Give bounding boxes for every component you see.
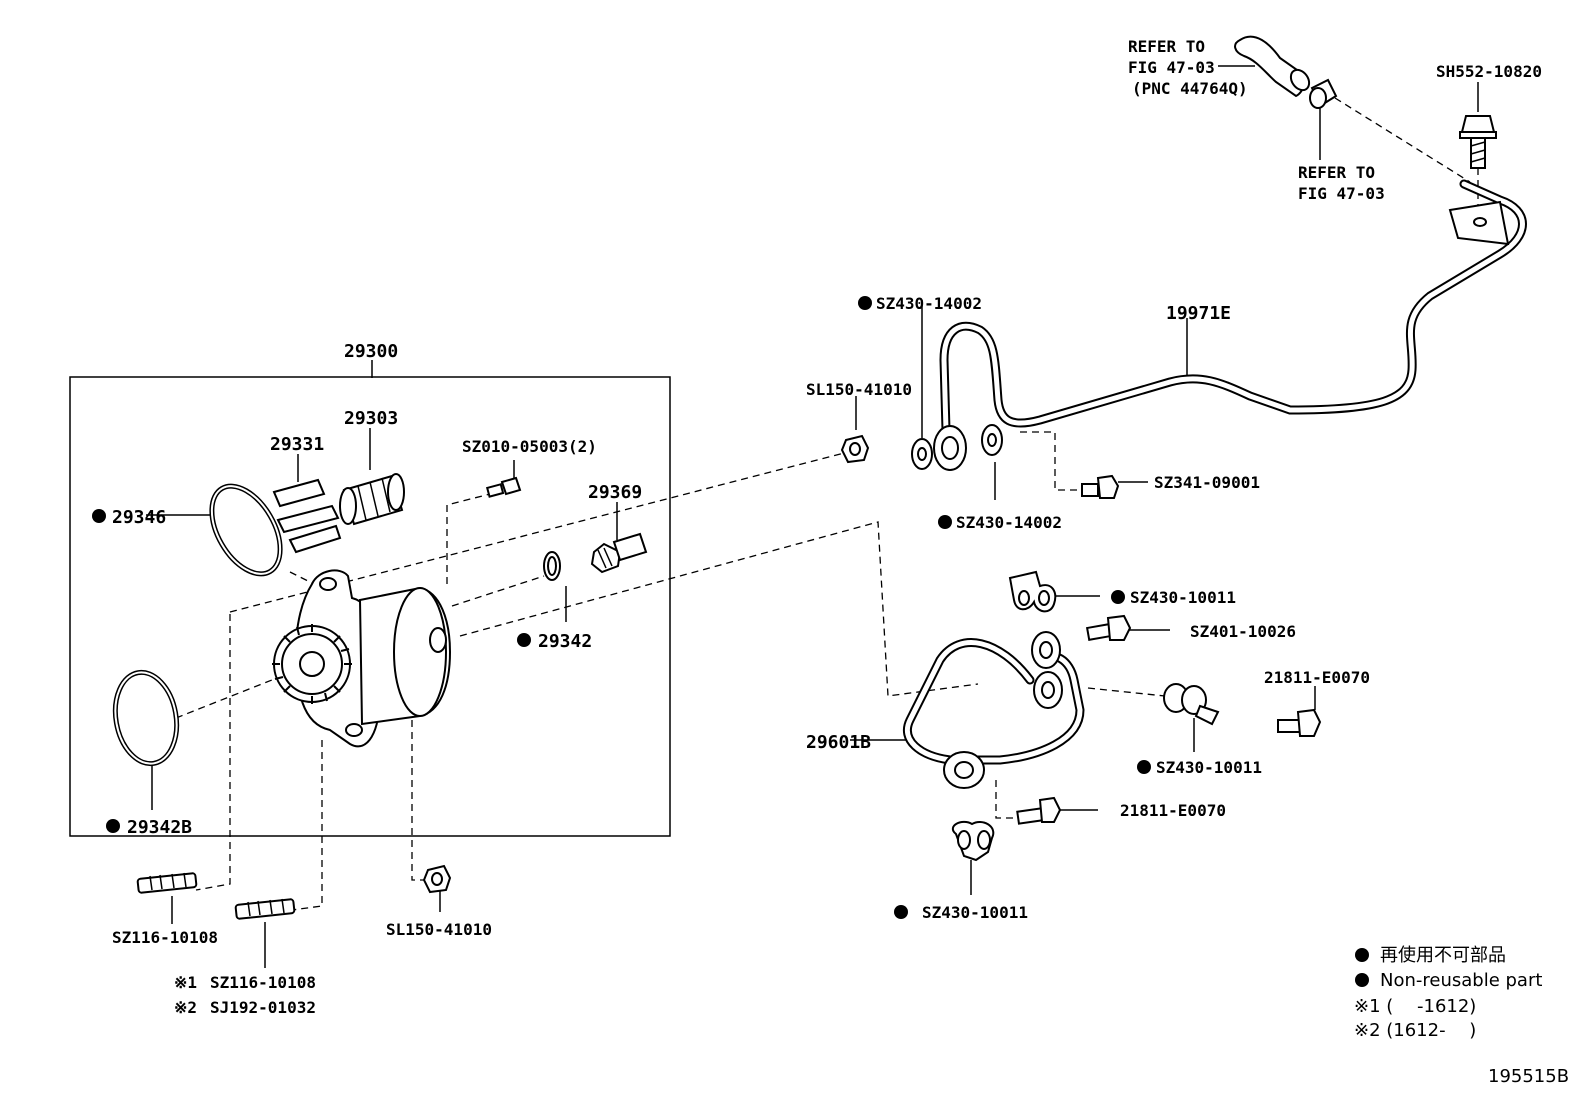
label-29369: 29369 — [588, 482, 642, 503]
label-29303: 29303 — [344, 408, 398, 429]
label-refer-pnc-3: (PNC 44764Q) — [1132, 79, 1248, 98]
label-sz430-10011-b: SZ430-10011 — [1156, 758, 1262, 777]
non-reusable-markers — [92, 296, 1369, 987]
label-refer-fig-2: FIG 47-03 — [1298, 184, 1385, 203]
assembly-29300-box — [69, 376, 671, 837]
refer-clamp-part — [1309, 78, 1338, 109]
bolt-sz401 — [1085, 614, 1132, 641]
label-29346: 29346 — [112, 507, 166, 528]
leader-lines — [146, 65, 1479, 968]
label-19971e: 19971E — [1166, 303, 1231, 324]
label-refer-pnc-2: FIG 47-03 — [1128, 58, 1215, 77]
label-29331: 29331 — [270, 434, 324, 455]
legend: 再使用不可部品 Non-reusable part ※1 ( -1612) ※2… — [1354, 945, 1542, 1041]
label-sz401-10026: SZ401-10026 — [1190, 622, 1296, 641]
figure-id: 195515B — [1488, 1066, 1569, 1087]
label-note1-mark: ※1 — [174, 973, 197, 992]
oring-29342 — [543, 551, 561, 581]
bolt-sh552 — [1459, 115, 1497, 169]
label-29300: 29300 — [344, 341, 398, 362]
label-refer-pnc-1: REFER TO — [1128, 37, 1205, 56]
legend-note2: ※2 (1612- ) — [1354, 1020, 1476, 1041]
label-sz341-09001: SZ341-09001 — [1154, 473, 1260, 492]
label-sh552-10820: SH552-10820 — [1436, 62, 1542, 81]
bolt-sz341 — [1081, 474, 1120, 499]
label-sz010-05003: SZ010-05003(2) — [462, 437, 597, 456]
label-refer-fig-1: REFER TO — [1298, 163, 1375, 182]
pump-body — [272, 569, 452, 748]
label-note2-mark: ※2 — [174, 998, 197, 1017]
rotor-29303 — [339, 473, 405, 526]
label-sz430-10011-a: SZ430-10011 — [1130, 588, 1236, 607]
clip-sz430-10011-b — [1163, 683, 1220, 726]
label-21811-e0070-b: 21811-E0070 — [1120, 801, 1226, 820]
label-sz430-14002-top: SZ430-14002 — [876, 294, 982, 313]
vanes-29331 — [272, 478, 342, 554]
label-sz116-10108-b: SZ116-10108 — [210, 973, 316, 992]
bolt-21811-b — [1016, 796, 1062, 825]
stud-sz116-a — [136, 872, 198, 894]
label-29342: 29342 — [538, 631, 592, 652]
screw-sz010 — [485, 476, 522, 498]
legend-note1: ※1 ( -1612) — [1354, 996, 1476, 1017]
label-sl150-41010-top: SL150-41010 — [806, 380, 912, 399]
stud-sz116-b — [234, 898, 296, 920]
label-sz430-14002-bottom: SZ430-14002 — [956, 513, 1062, 532]
label-sl150-41010-bottom: SL150-41010 — [386, 920, 492, 939]
label-sz430-10011-c: SZ430-10011 — [922, 903, 1028, 922]
clip-sz430-10011-a — [1008, 570, 1057, 613]
washer-sz430-14002-a — [911, 438, 933, 470]
washer-sz430-14002-b — [981, 424, 1003, 456]
refer-hose-part — [1234, 35, 1311, 98]
sensor-29369 — [590, 532, 648, 574]
label-29342b: 29342B — [127, 817, 192, 838]
oring-29342b — [112, 669, 180, 767]
oring-29346 — [209, 483, 283, 577]
nut-sl150-top — [840, 434, 870, 464]
legend-en-text: Non-reusable part — [1380, 970, 1542, 991]
bolt-21811-a — [1277, 708, 1322, 737]
label-sz116-10108-a: SZ116-10108 — [112, 928, 218, 947]
hose-29601b — [903, 631, 1085, 789]
label-sj192-01032: SJ192-01032 — [210, 998, 316, 1017]
clip-sz430-10011-c — [951, 820, 995, 862]
label-29601b: 29601B — [806, 732, 871, 753]
pipe-19971e — [933, 179, 1527, 471]
legend-jp-text: 再使用不可部品 — [1380, 945, 1506, 966]
nut-sl150-bottom — [422, 864, 452, 894]
label-21811-e0070-a: 21811-E0070 — [1264, 668, 1370, 687]
